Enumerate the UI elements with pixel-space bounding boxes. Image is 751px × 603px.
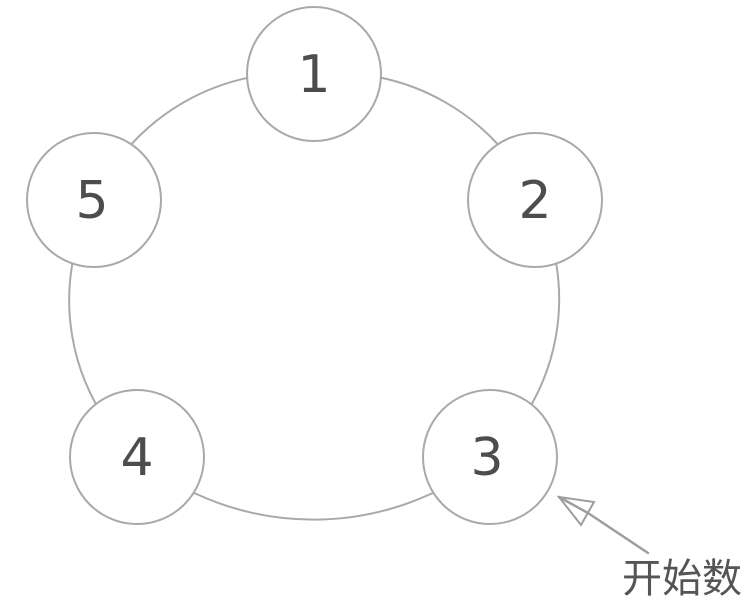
node-4: 4 [69,389,205,525]
start-annotation-label: 开始数 [622,556,742,602]
arrow-shaft [586,511,650,555]
node-1-circle [246,6,382,142]
node-5-label: 5 [75,171,108,231]
node-5: 5 [26,132,162,268]
node-2-circle [467,132,603,268]
arrow-head-crease [557,495,590,515]
node-3-circle [422,389,558,525]
node-1: 1 [246,6,382,142]
node-1-label: 1 [297,45,330,105]
node-4-label: 4 [120,428,153,488]
node-4-circle [69,389,205,525]
node-2: 2 [467,132,603,268]
node-2-label: 2 [518,171,551,231]
node-5-circle [26,132,162,268]
node-3-label: 3 [470,428,503,488]
node-3: 3 [422,389,558,525]
start-arrow-icon [556,495,650,555]
